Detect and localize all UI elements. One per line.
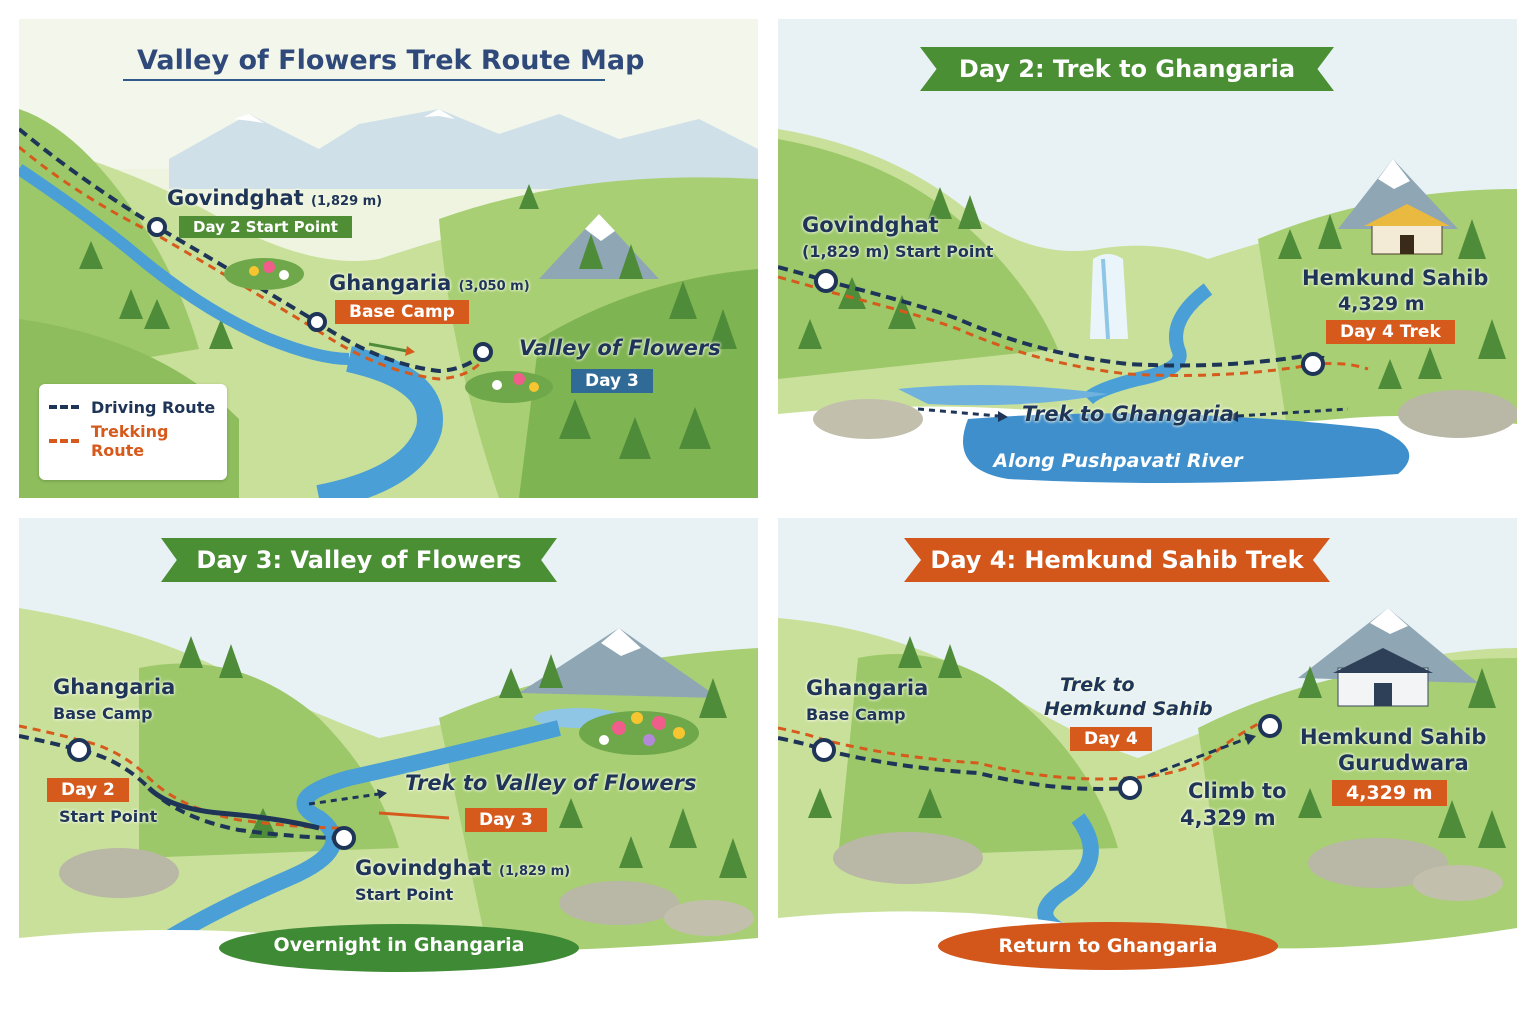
govindghat-name: Govindghat bbox=[802, 213, 939, 237]
day4-panel: Day 4: Hemkund Sahib Trek Ghangaria Base… bbox=[778, 518, 1517, 1005]
govindghat-altitude: (1,829 m) bbox=[499, 864, 571, 879]
hemkund-sahib-name: Hemkund Sahib bbox=[1302, 266, 1489, 290]
govindghat-label: Govindghat (1,829 m) bbox=[355, 856, 570, 880]
ghangaria-label: Ghangaria (3,050 m) bbox=[329, 271, 530, 295]
hemkund-altitude-tag: 4,329 m bbox=[1332, 780, 1447, 806]
trek-to-valley-label: Trek to Valley of Flowers bbox=[405, 771, 697, 795]
day3-tag: Day 3 bbox=[571, 369, 653, 393]
base-camp-tag: Base Camp bbox=[335, 300, 469, 324]
map-title: Valley of Flowers Trek Route Map bbox=[137, 45, 645, 76]
climb-to-label: Climb to bbox=[1188, 779, 1287, 803]
ghangaria-name: Ghangaria bbox=[329, 271, 452, 295]
day4-banner: Day 4: Hemkund Sahib Trek bbox=[904, 538, 1330, 582]
govindghat-start-label: (1,829 m) Start Point bbox=[802, 242, 994, 261]
day2-start-tag: Day 2 Start Point bbox=[179, 216, 352, 238]
ghangaria-altitude: (3,050 m) bbox=[458, 279, 530, 294]
day2-panel: Day 2: Trek to Ghangaria Govindghat (1,8… bbox=[778, 19, 1517, 498]
route-legend: Driving Route Trekking Route bbox=[39, 384, 227, 480]
trek-to-label: Trek to bbox=[1060, 674, 1135, 696]
overview-map-panel: Valley of Flowers Trek Route Map Govindg… bbox=[19, 19, 758, 498]
day2-illustration bbox=[778, 19, 1517, 498]
day3-illustration bbox=[19, 518, 758, 1005]
day3-tag: Day 3 bbox=[465, 808, 547, 832]
day3-panel: Day 3: Valley of Flowers Ghangaria Base … bbox=[19, 518, 758, 1005]
govindghat-altitude: (1,829 m) bbox=[311, 194, 383, 209]
legend-driving-label: Driving Route bbox=[91, 397, 216, 417]
hemkund-sahib-name: Hemkund Sahib bbox=[1300, 725, 1487, 749]
day2-banner: Day 2: Trek to Ghangaria bbox=[920, 47, 1334, 91]
hemkund-trek-label: Hemkund Sahib bbox=[1044, 698, 1213, 720]
ghangaria-name: Ghangaria bbox=[53, 675, 176, 699]
govindghat-label: Govindghat (1,829 m) bbox=[167, 186, 382, 210]
legend-trekking: Trekking Route bbox=[39, 422, 227, 460]
driving-route-swatch bbox=[49, 405, 79, 409]
legend-trekking-label: Trekking Route bbox=[90, 422, 169, 460]
overnight-label: Overnight in Ghangaria bbox=[273, 934, 525, 956]
pushpavati-river-label: Along Pushpavati River bbox=[993, 450, 1243, 472]
gurudwara-name: Gurudwara bbox=[1338, 751, 1469, 775]
climb-altitude-label: 4,329 m bbox=[1180, 806, 1276, 830]
day3-banner: Day 3: Valley of Flowers bbox=[161, 538, 557, 582]
govindghat-start-label: Start Point bbox=[355, 885, 454, 904]
legend-driving: Driving Route bbox=[39, 390, 227, 424]
valley-of-flowers-label: Valley of Flowers bbox=[519, 336, 721, 360]
day2-tag: Day 2 bbox=[47, 778, 129, 802]
day4-illustration bbox=[778, 518, 1517, 1005]
hemkund-altitude: 4,329 m bbox=[1338, 293, 1425, 315]
start-point-label: Start Point bbox=[59, 807, 158, 826]
govindghat-name: Govindghat bbox=[355, 856, 492, 880]
govindghat-name: Govindghat bbox=[167, 186, 304, 210]
day4-tag: Day 4 bbox=[1070, 727, 1152, 751]
day4-trek-tag: Day 4 Trek bbox=[1326, 320, 1455, 344]
base-camp-label: Base Camp bbox=[53, 704, 153, 723]
trekking-route-swatch bbox=[49, 439, 79, 443]
return-label: Return to Ghangaria bbox=[998, 935, 1218, 957]
trek-to-ghangaria-label: Trek to Ghangaria bbox=[1022, 402, 1234, 426]
base-camp-label: Base Camp bbox=[806, 705, 906, 724]
ghangaria-name: Ghangaria bbox=[806, 676, 929, 700]
